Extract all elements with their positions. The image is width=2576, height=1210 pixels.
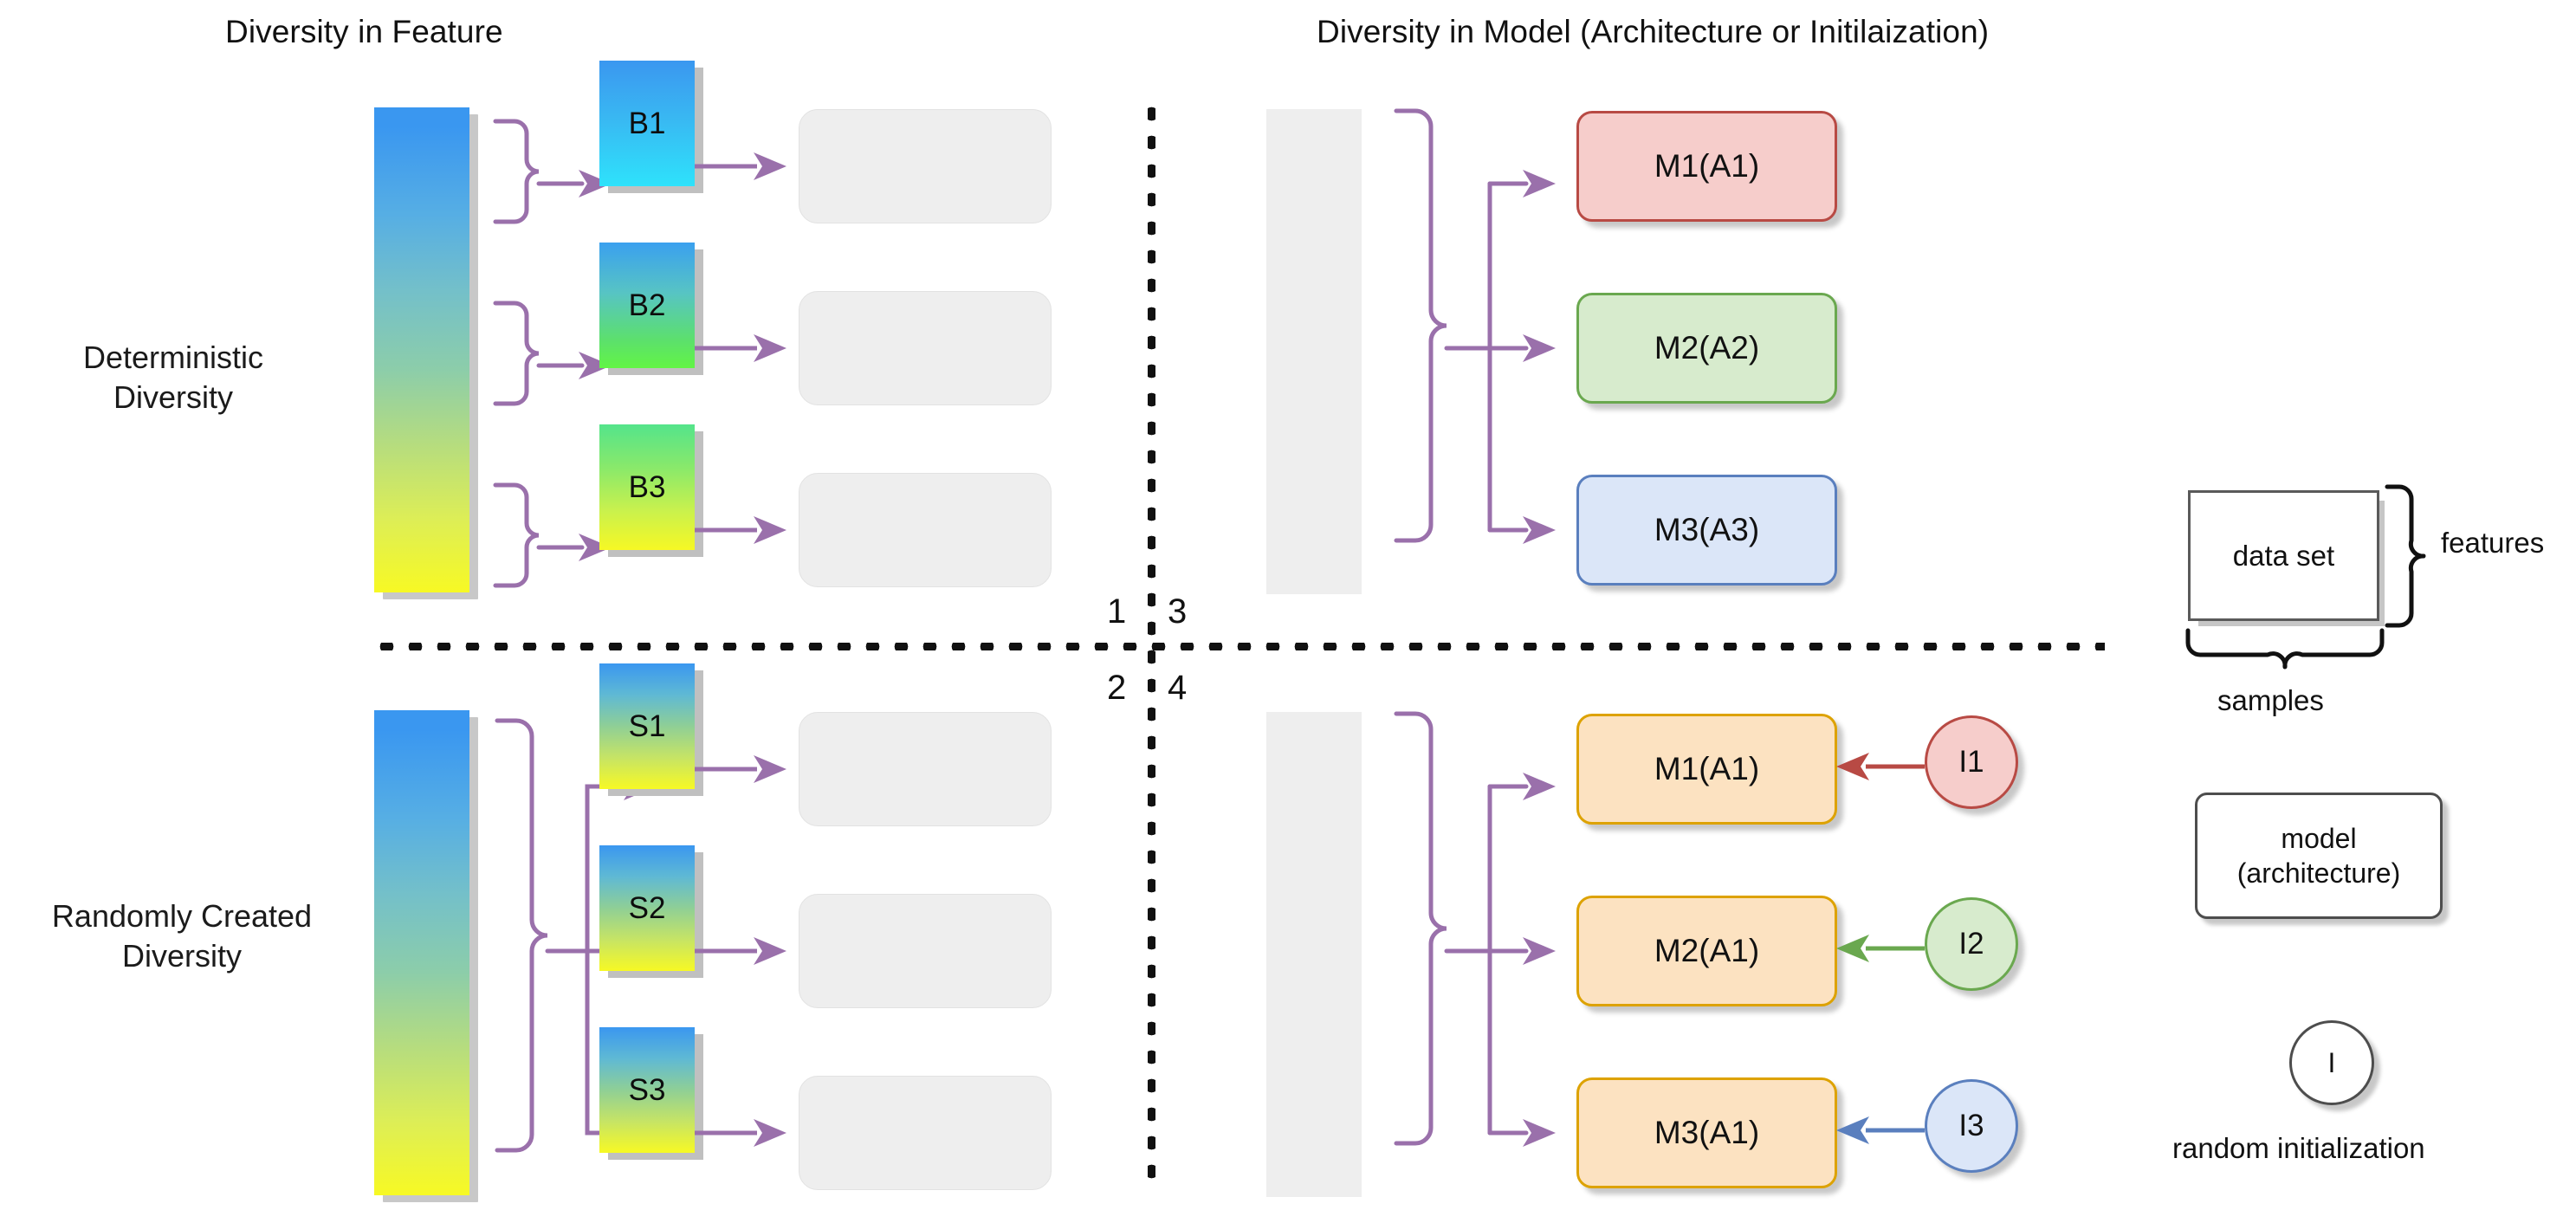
model-box-q4-3[interactable]: M3(A1) [1576,1077,1837,1188]
model-box-label: M1(A1) [1654,148,1760,184]
init-circle-i2[interactable]: I2 [1925,897,2018,991]
connector-group-q1-arrows [695,152,786,544]
output-box-q1-3 [799,473,1052,587]
init-circle-i1[interactable]: I1 [1925,715,2018,809]
legend-samples-label: samples [2217,684,2324,716]
legend-dataset-box: data set [2188,490,2379,621]
init-circle-i3[interactable]: I3 [1925,1079,2018,1173]
model-box-q3-3[interactable]: M3(A3) [1576,475,1837,586]
output-box-q2-3 [799,1076,1052,1190]
legend-init-symbol: I [2327,1046,2336,1078]
dataset-column-q4 [1266,712,1362,1197]
feature-chip-label: S3 [628,1072,666,1107]
model-box-q3-1[interactable]: M1(A1) [1576,111,1837,222]
feature-chip-label: B3 [628,469,666,504]
legend-features-brace [2385,484,2426,628]
model-box-label: M3(A1) [1654,1115,1760,1150]
output-box-q1-2 [799,291,1052,405]
connector-group-q4-inits [1836,753,1925,1144]
quadrant-number-3: 3 [1168,592,1188,631]
row-label-deterministic: Deterministic Diversity [82,340,264,415]
legend-init-label: random initialization [2172,1132,2425,1164]
dataset-bar-q1 [374,107,469,592]
legend-model-box: model (architecture) [2195,793,2443,919]
feature-chip-label: S2 [628,890,666,925]
output-box-q1-1 [799,109,1052,223]
legend-features-label: features [2441,527,2545,559]
model-box-q3-2[interactable]: M2(A2) [1576,293,1837,404]
feature-chip-s1[interactable]: S1 [599,663,695,789]
legend-init-circle: I [2289,1020,2374,1105]
legend-dataset-label: data set [2232,539,2335,572]
model-box-label: M2(A1) [1654,933,1760,968]
row-label-randomly-created: Randomly Created Diversity [51,898,313,974]
quadrant-number-2: 2 [1107,669,1127,707]
right-column-title: Diversity in Model (Architecture or Init… [1317,14,1990,49]
output-box-q2-2 [799,894,1052,1008]
connector-group-q1-braces [493,119,612,588]
legend-samples-brace [2185,628,2385,670]
feature-chip-b1[interactable]: B1 [599,61,695,186]
dataset-column-q3 [1266,109,1362,594]
init-circle-label: I1 [1958,745,1984,779]
feature-chip-label: S1 [628,709,666,743]
model-box-q4-2[interactable]: M2(A1) [1576,896,1837,1006]
model-box-label: M1(A1) [1654,751,1760,786]
vertical-divider [1148,100,1155,1182]
feature-chip-label: B2 [628,288,666,322]
feature-chip-b3[interactable]: B3 [599,424,695,550]
output-box-q2-1 [799,712,1052,826]
model-box-q4-1[interactable]: M1(A1) [1576,714,1837,825]
model-box-label: M3(A3) [1654,512,1760,547]
left-column-title: Diversity in Feature [225,14,503,49]
connector-group-q2-arrows [695,755,786,1147]
quadrant-number-4: 4 [1168,669,1188,707]
feature-chip-b2[interactable]: B2 [599,243,695,368]
connector-group-q4 [1394,711,1556,1147]
feature-chip-s3[interactable]: S3 [599,1027,695,1153]
model-box-label: M2(A2) [1654,330,1760,366]
feature-chip-label: B1 [628,106,666,140]
init-circle-label: I2 [1958,927,1984,961]
quadrant-number-1: 1 [1107,592,1127,631]
feature-chip-s2[interactable]: S2 [599,845,695,971]
init-circle-label: I3 [1958,1109,1984,1142]
horizontal-divider [372,643,2105,650]
dataset-bar-q2 [374,710,469,1195]
connector-group-q3 [1394,108,1556,544]
